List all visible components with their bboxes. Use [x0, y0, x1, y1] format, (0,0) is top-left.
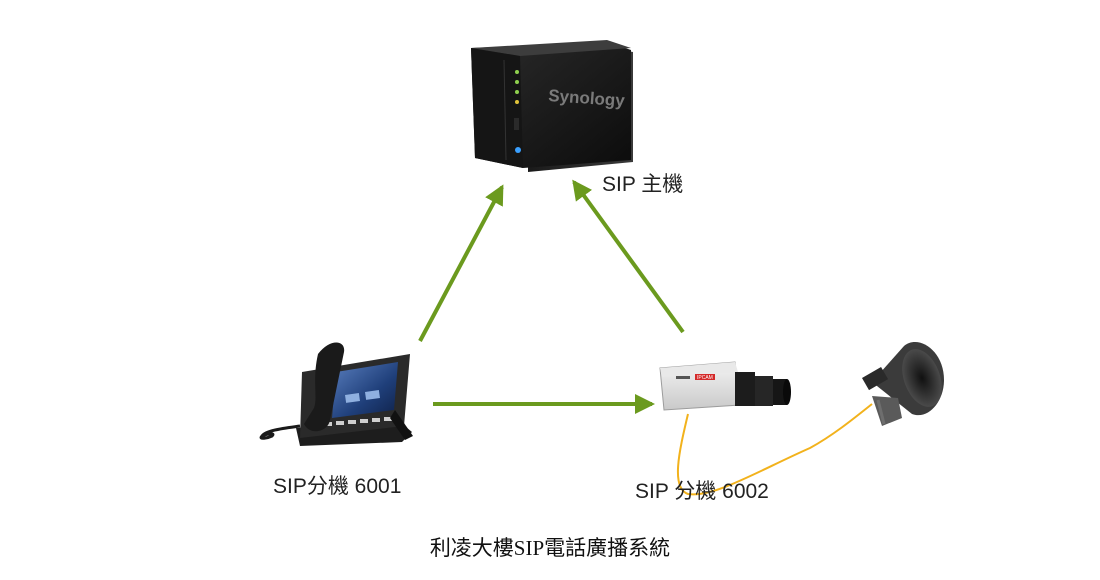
nas-server-icon: Synology [471, 40, 633, 172]
server-label: SIP 主機 [602, 173, 684, 196]
ip-camera-icon: IPCAM [659, 361, 791, 411]
edge-camera-to-server [572, 179, 685, 334]
diagram-caption: 利凌大樓SIP電話廣播系統 [429, 536, 671, 560]
phone-label: SIP分機 6001 [273, 475, 402, 498]
speaker-cable [676, 403, 873, 496]
camera-badge: IPCAM [697, 375, 713, 381]
horn-speaker-icon [862, 341, 944, 426]
ip-phone-icon [259, 342, 413, 446]
camera-label: SIP 分機 6002 [635, 480, 769, 503]
edge-phone-to-server [418, 184, 504, 342]
